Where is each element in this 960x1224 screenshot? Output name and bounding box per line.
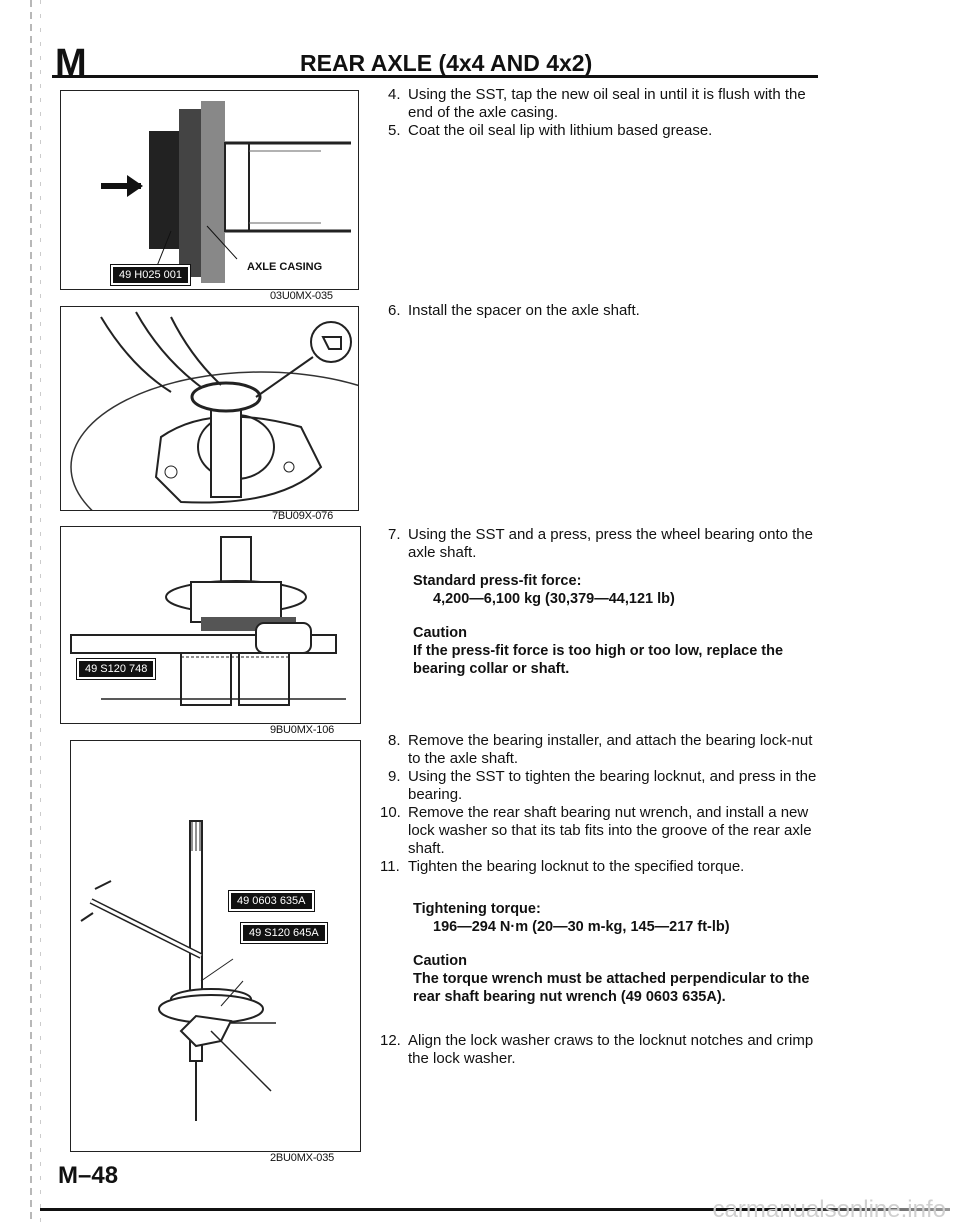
press-fit-spec: Standard press-fit force: 4,200—6,100 kg…	[413, 572, 833, 608]
press-fit-value: 4,200—6,100 kg (30,379—44,121 lb)	[433, 591, 675, 607]
locknut-torque-illustration	[80, 820, 276, 1121]
step-6: 6. Install the spacer on the axle shaft.	[388, 302, 640, 319]
watermark: carmanualsonline.info	[712, 1196, 946, 1223]
header-rule	[52, 75, 818, 78]
oil-seal-illustration	[101, 101, 351, 283]
caution-heading: Caution	[413, 625, 467, 641]
step-12: 12. Align the lock washer craws to the l…	[380, 1032, 814, 1067]
step-7: 7. Using the SST and a press, press the …	[388, 526, 813, 561]
step-11: 11. Tighten the bearing locknut to the s…	[380, 858, 745, 875]
caution-torque: Caution The torque wrench must be attach…	[413, 952, 833, 1006]
figure-code: 9BU0MX-106	[270, 724, 335, 736]
caution-heading: Caution	[413, 953, 467, 969]
press-fit-heading: Standard press-fit force:	[413, 573, 582, 589]
figure-bearing-press: 49 S120 748	[60, 526, 361, 724]
figure-code: 2BU0MX-035	[270, 1152, 335, 1164]
torque-value: 196—294 N·m (20—30 m-kg, 145—217 ft-lb)	[433, 919, 730, 935]
page-number: M–48	[58, 1162, 119, 1189]
sst-tag: 49 0603 635A	[228, 890, 315, 912]
figure-oil-seal-install: 49 H025 001 AXLE CASING	[60, 90, 359, 290]
figure-locknut-torque: 49 0603 635A 49 S120 645A	[70, 740, 361, 1152]
spacer-illustration	[70, 311, 358, 510]
step-8: 8. Remove the bearing installer, and att…	[388, 732, 813, 767]
figure-code: 03U0MX-035	[270, 290, 333, 302]
sst-tag: 49 H025 001	[110, 264, 191, 286]
sst-tag: 49 S120 748	[75, 658, 157, 680]
figure-code: 7BU09X-076	[272, 510, 333, 522]
step-5: 5. Coat the oil seal lip with lithium ba…	[388, 122, 713, 139]
bearing-press-illustration	[70, 536, 346, 706]
page-title: REAR AXLE (4x4 AND 4x2)	[300, 50, 593, 76]
sst-tag: 49 S120 645A	[240, 922, 328, 944]
step-4: 4. Using the SST, tap the new oil seal i…	[388, 86, 806, 121]
torque-spec: Tightening torque: 196—294 N·m (20—30 m-…	[413, 900, 833, 936]
axle-casing-label: AXLE CASING	[247, 261, 323, 273]
caution-text: If the press-fit force is too high or to…	[413, 643, 784, 677]
caution-text: The torque wrench must be attached perpe…	[413, 971, 810, 1005]
binding-edge	[30, 0, 32, 1222]
figure-spacer-install	[60, 306, 359, 511]
section-letter: M	[55, 42, 87, 84]
step-10: 10. Remove the rear shaft bearing nut wr…	[380, 804, 812, 857]
binding-edge-inner	[40, 0, 41, 1222]
footer-rule	[40, 1208, 950, 1211]
caution-press-fit: Caution If the press-fit force is too hi…	[413, 624, 833, 678]
torque-heading: Tightening torque:	[413, 901, 541, 917]
step-9: 9. Using the SST to tighten the bearing …	[388, 768, 817, 803]
